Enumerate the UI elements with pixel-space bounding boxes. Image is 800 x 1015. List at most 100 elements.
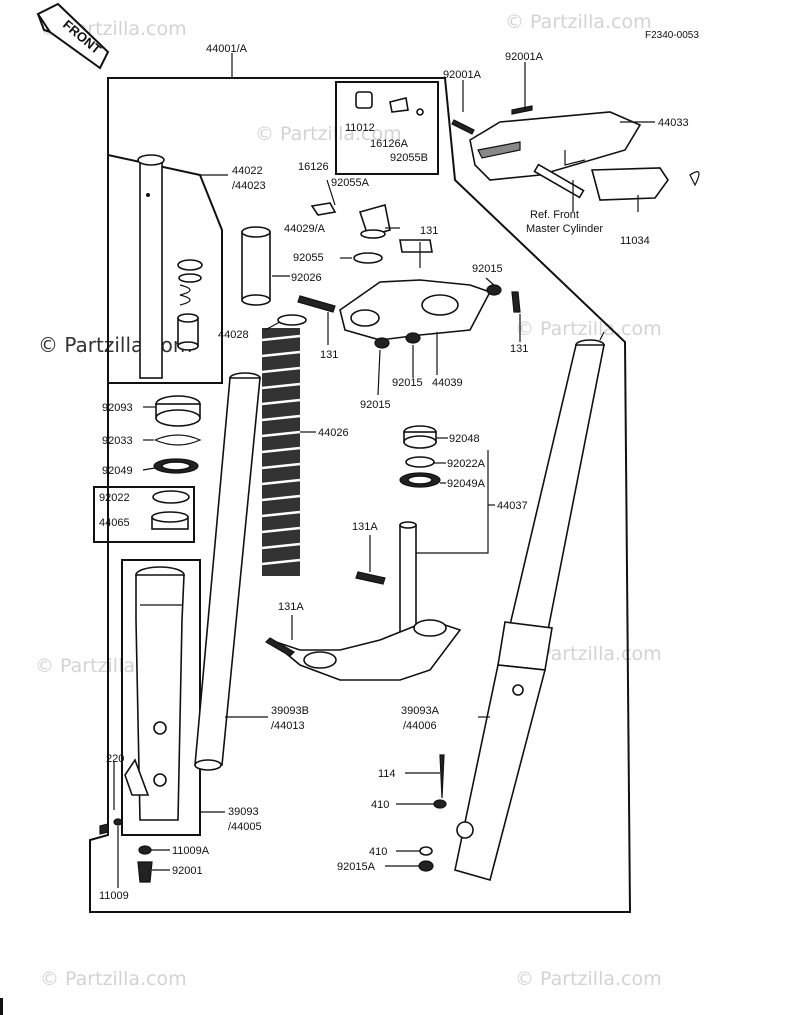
part-label: 16126 (298, 161, 329, 173)
bleeder-box (335, 81, 439, 175)
fork-tube-left (137, 154, 165, 379)
damper-parts (177, 259, 203, 351)
part-label: 44026 (318, 427, 349, 439)
spacer-tube (241, 226, 271, 306)
master-cylinder-clamp (533, 163, 700, 201)
o-ring (353, 252, 383, 264)
part-label: 39093 (228, 806, 259, 818)
leader (326, 179, 336, 206)
part-label: 92022A (447, 458, 486, 470)
leader (264, 321, 281, 331)
assembly-border (89, 77, 632, 913)
part-label: 92001A (443, 69, 482, 81)
part-label: 11034 (620, 235, 650, 247)
edge-mark (0, 998, 3, 1015)
part-label: 92055 (293, 252, 324, 264)
part-label: 92001A (505, 51, 544, 63)
retaining-clip (154, 434, 202, 446)
leader (485, 277, 496, 287)
bushing-92022 (152, 490, 190, 504)
gasket-11009 (113, 818, 123, 826)
fork-spring (261, 328, 301, 576)
part-label: Ref. Front (530, 209, 579, 221)
part-label: 44065 (99, 517, 130, 529)
part-label: Master Cylinder (526, 223, 603, 235)
top-bracket (339, 239, 492, 341)
washer-44028 (277, 314, 307, 326)
inner-tube-box (107, 153, 223, 384)
part-label: 410 (371, 799, 389, 811)
part-label: 92015A (337, 861, 376, 873)
bolt-131 (297, 295, 336, 313)
washer-11009A (138, 845, 152, 855)
leader (142, 467, 156, 471)
part-label: 131A (278, 601, 304, 613)
part-label: /44023 (232, 180, 266, 192)
bolt-131A (355, 571, 386, 585)
outer-tube-box (121, 559, 201, 836)
bushing-box (93, 486, 195, 543)
part-label: 131A (352, 521, 378, 533)
bearing-stack (399, 425, 441, 488)
bolt-92001 (137, 861, 153, 883)
part-label: 92001 (172, 865, 203, 877)
bolt-114 (439, 754, 445, 799)
bushing-44065 (151, 511, 189, 530)
fork-tube-right (454, 331, 605, 881)
part-label: 44001/A (206, 43, 248, 55)
bolt-92001A (451, 119, 475, 135)
washer-410 (433, 799, 447, 809)
part-label: 92022 (99, 492, 130, 504)
part-label: 92026 (291, 272, 322, 284)
part-label: 39093B (271, 705, 309, 717)
bolt-92001A (511, 105, 533, 115)
watermark: © Partzilla.com (40, 968, 187, 990)
nut (405, 332, 421, 344)
part-label: 11012 (345, 122, 375, 134)
nut (486, 284, 502, 296)
part-label: 92049 (102, 465, 133, 477)
part-label: 16126A (370, 138, 409, 150)
part-label: 92093 (102, 402, 133, 414)
bolt-131 (511, 291, 521, 313)
part-label: 410 (369, 846, 387, 858)
part-label: 44028 (218, 329, 249, 341)
part-label: 114 (378, 768, 396, 780)
steering-stem (269, 521, 462, 681)
part-label: 92015 (392, 377, 423, 389)
watermark: © Partzilla.com (505, 11, 652, 33)
oil-seal-92093 (155, 395, 201, 427)
part-label: 131 (510, 343, 528, 355)
leader (377, 349, 381, 396)
nut-92015A (418, 860, 434, 872)
watermark-strong: © Partzilla.com (38, 333, 192, 357)
part-label: 92015 (360, 399, 391, 411)
part-label: /44013 (271, 720, 305, 732)
drain-screw-220 (99, 823, 109, 835)
part-label: 39093A (401, 705, 440, 717)
outer-tube-left (124, 566, 185, 821)
fork-stanchion-left (194, 372, 261, 771)
part-label: 11009 (99, 890, 129, 902)
part-label: 220 (106, 753, 124, 765)
fork-cap-bolt (310, 202, 391, 239)
part-label: 92055B (390, 152, 428, 164)
part-label: 92015 (472, 263, 503, 275)
part-label: 92033 (102, 435, 133, 447)
watermark: © Partzilla.com (515, 643, 662, 665)
bolt-131A (265, 637, 295, 657)
part-label: 44039 (432, 377, 463, 389)
bleeder-cap (355, 91, 424, 116)
part-label: 11009A (172, 845, 210, 857)
washer-410 (419, 846, 433, 856)
part-label: 44033 (658, 117, 689, 129)
part-label: /44005 (228, 821, 262, 833)
watermark: © Partzilla.com (255, 123, 402, 145)
washer-92049 (153, 458, 199, 474)
part-label: 44029/A (284, 223, 326, 235)
figure-code: F2340-0053 (645, 30, 699, 41)
nut (374, 337, 390, 349)
part-label: 131 (420, 225, 438, 237)
watermark: © Partzilla.com (515, 318, 662, 340)
